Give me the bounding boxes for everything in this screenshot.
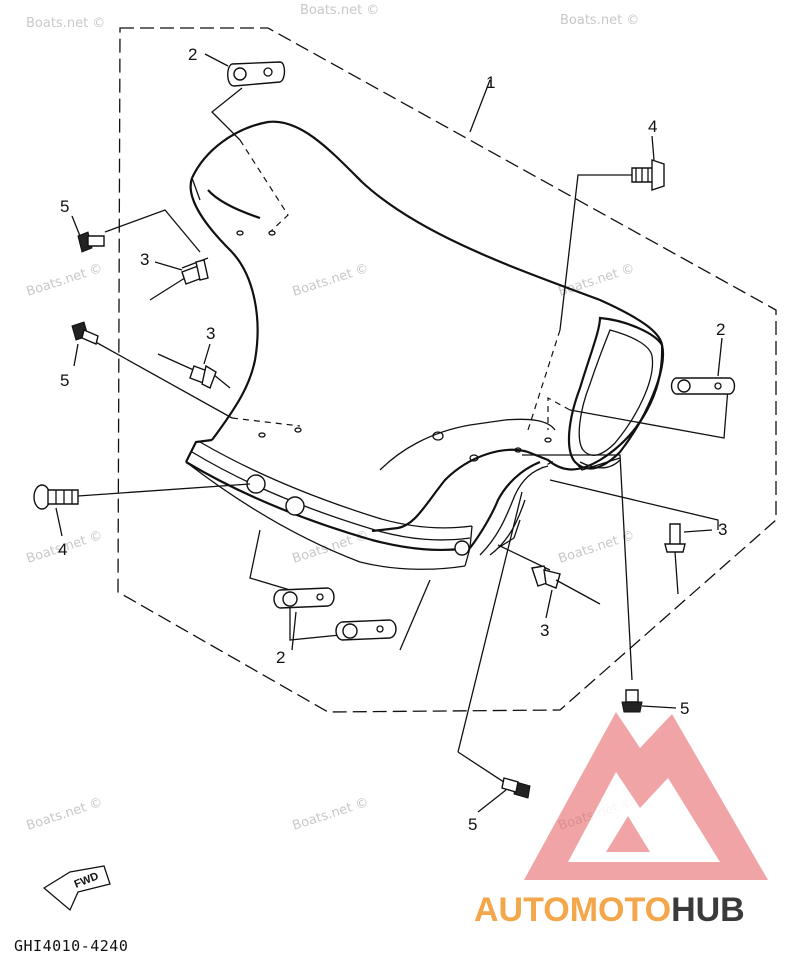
rivet-part-3: [531, 565, 601, 605]
watermark-text: Boats.net ©: [25, 261, 105, 300]
watermarks: Boats.net © Boats.net © Boats.net © Boat…: [25, 3, 640, 834]
watermark-text: Boats.net ©: [291, 795, 371, 834]
callout-2: 2: [188, 45, 197, 64]
brand-part1: AUTOMOTO: [474, 891, 671, 929]
callout-5: 5: [468, 815, 477, 834]
screw-part-5: [621, 689, 643, 713]
brand-part2: HUB: [671, 891, 745, 929]
watermark-text: Boats.net ©: [557, 261, 637, 300]
callout-3: 3: [206, 324, 215, 343]
assembly-boundary: [117, 27, 777, 713]
watermark-text: Boats.net ©: [26, 16, 105, 31]
watermark-text: Boats.net ©: [291, 261, 371, 300]
bolt-part-4: [631, 159, 665, 191]
bolt-part-4: [33, 484, 79, 510]
callout-5: 5: [60, 197, 69, 216]
nut-plate-part-2: [227, 61, 286, 87]
nut-plate-part-2: [670, 377, 736, 395]
callout-1: 1: [486, 73, 495, 92]
callout-5: 5: [680, 699, 689, 718]
watermark-text: Boats.net ©: [300, 3, 379, 18]
callout-2: 2: [716, 320, 725, 339]
callout-3: 3: [718, 520, 727, 539]
callout-4: 4: [648, 117, 657, 136]
watermark-text: Boats.net ©: [25, 795, 105, 834]
figure-code: GHI4010-4240: [14, 937, 128, 955]
forward-arrow-icon: FWD: [42, 865, 111, 912]
callout-leaders: [55, 53, 723, 813]
rivet-part-3: [157, 353, 217, 389]
brand-wordmark: AUTOMOTOHUB: [474, 891, 745, 929]
callout-2: 2: [276, 648, 285, 667]
rivet-part-3: [149, 259, 209, 301]
cowl-body: [185, 120, 665, 570]
callout-4: 4: [58, 540, 67, 559]
callout-3: 3: [140, 250, 149, 269]
screw-part-5: [501, 777, 531, 799]
screw-part-5: [77, 231, 105, 253]
rivet-part-3: [664, 523, 686, 595]
nut-plate-part-2: [335, 619, 397, 641]
nut-plate-part-2: [273, 587, 335, 609]
screw-part-5: [71, 321, 99, 345]
watermark-text: Boats.net ©: [560, 13, 639, 28]
brand-logo: [524, 712, 768, 880]
callout-3: 3: [540, 621, 549, 640]
callouts: 1 2 2 2 3 3 3 3 4 4 5 5 5 5: [58, 45, 727, 834]
callout-5: 5: [60, 371, 69, 390]
